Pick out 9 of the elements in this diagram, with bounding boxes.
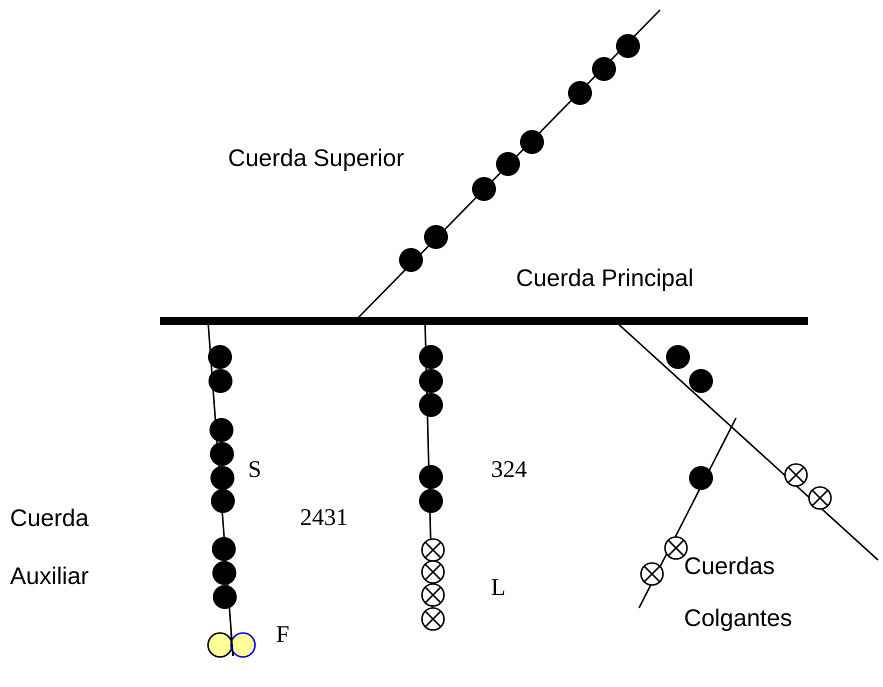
number-label: 2431 [300, 505, 348, 532]
cord-label: Cuerda Auxiliar [10, 504, 90, 592]
number-label: 324 [491, 457, 527, 484]
letter-label: F [276, 622, 290, 649]
cord-label: Cuerdas Colgantes [684, 552, 794, 634]
cord-label: Cuerda Principal [516, 265, 694, 293]
letter-label: S [248, 457, 262, 484]
cord-label: Cuerda Superior [228, 145, 404, 173]
letter-label: L [491, 575, 506, 602]
